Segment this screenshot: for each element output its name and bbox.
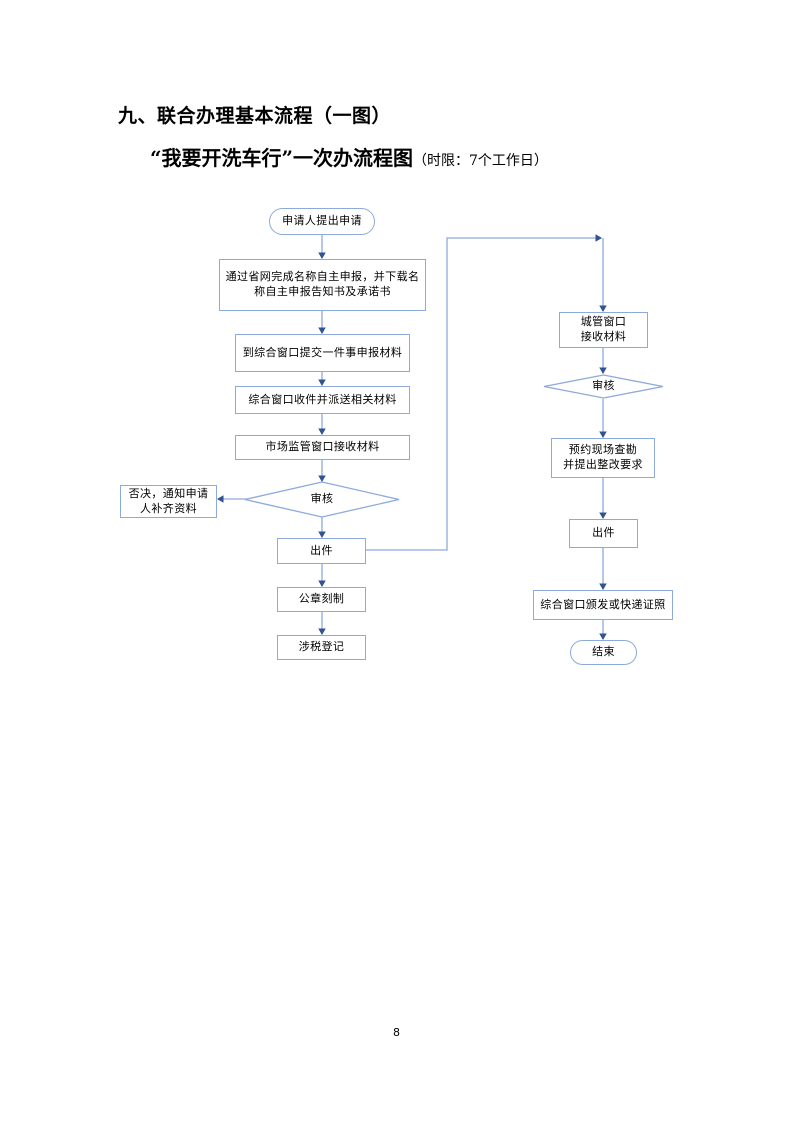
node-site-survey-line2: 并提出整改要求 [563, 458, 643, 471]
diamond-shape [543, 374, 664, 399]
node-issue-certificate[interactable]: 综合窗口颁发或快递证照 [533, 590, 673, 620]
node-issue-left[interactable]: 出件 [277, 538, 366, 564]
node-decision-review-right[interactable]: 审核 [543, 374, 664, 399]
diamond-shape [244, 481, 400, 518]
page-title-main: “我要开洗车行”一次办流程图 [150, 146, 414, 170]
node-seal-engraving[interactable]: 公章刻制 [277, 587, 366, 612]
node-urban-window-line1: 城管窗口 [580, 315, 627, 329]
section-heading: 九、联合办理基本流程（一图） [118, 105, 392, 127]
page-title-timelimit: （时限：7个工作日） [413, 153, 548, 169]
node-name-declaration[interactable]: 通过省网完成名称自主申报，并下载名称自主申报告知书及承诺书 [219, 259, 426, 311]
node-issue-right[interactable]: 出件 [569, 519, 638, 548]
node-reject-supplement[interactable]: 否决，通知申请人补齐资料 [120, 485, 217, 518]
node-site-survey[interactable]: 预约现场查勘 并提出整改要求 [551, 438, 655, 478]
node-urban-window-line2: 接收材料 [580, 330, 627, 343]
node-urban-window-receive[interactable]: 城管窗口 接收材料 [559, 312, 648, 348]
node-receive-dispatch[interactable]: 综合窗口收件并派送相关材料 [235, 386, 410, 414]
node-submit-materials[interactable]: 到综合窗口提交一件事申报材料 [235, 334, 410, 372]
node-decision-review-left[interactable]: 审核 [244, 481, 400, 518]
node-start[interactable]: 申请人提出申请 [269, 208, 375, 235]
node-tax-registration[interactable]: 涉税登记 [277, 635, 366, 660]
node-decision-review-right-label: 审核 [592, 379, 615, 393]
page-title: “我要开洗车行”一次办流程图（时限：7个工作日） [150, 148, 548, 168]
page-number: 8 [393, 1026, 400, 1039]
node-decision-review-left-label: 审核 [310, 492, 334, 506]
node-end[interactable]: 结束 [570, 640, 637, 665]
node-market-window-receive[interactable]: 市场监管窗口接收材料 [235, 435, 410, 460]
node-site-survey-line1: 预约现场查勘 [568, 443, 638, 457]
